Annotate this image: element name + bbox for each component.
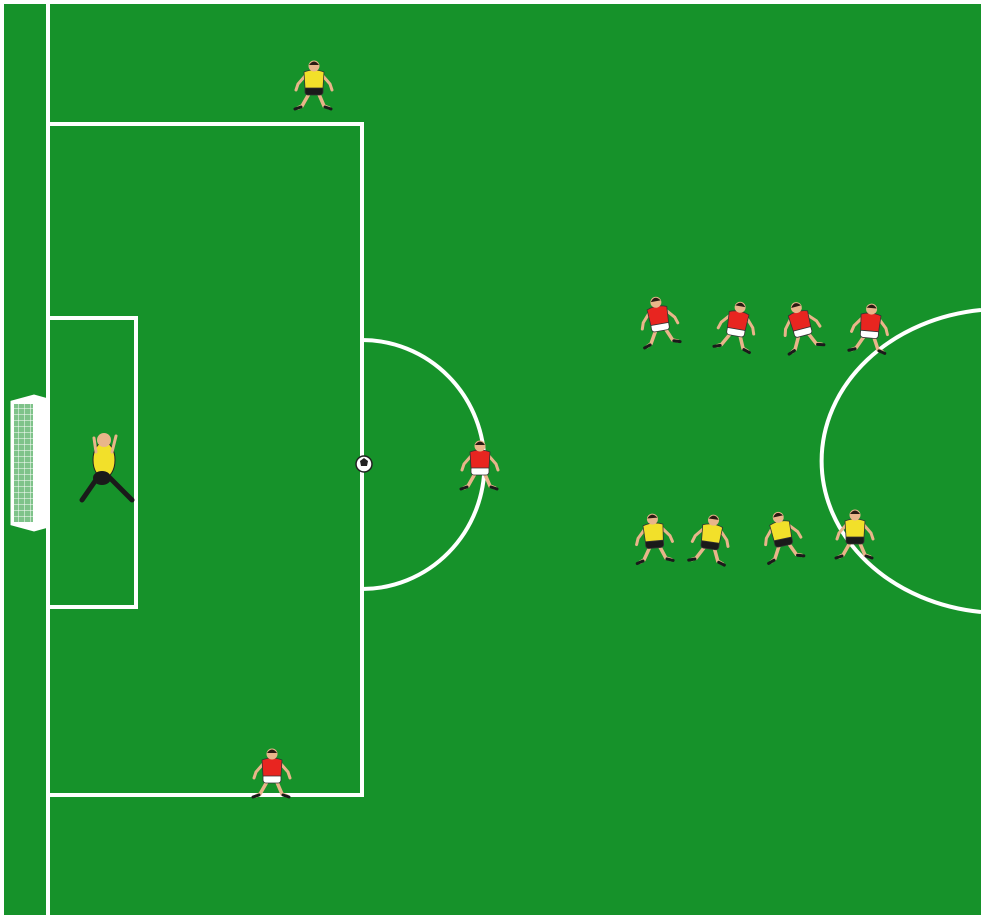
ball <box>356 456 372 472</box>
goal <box>12 396 48 530</box>
